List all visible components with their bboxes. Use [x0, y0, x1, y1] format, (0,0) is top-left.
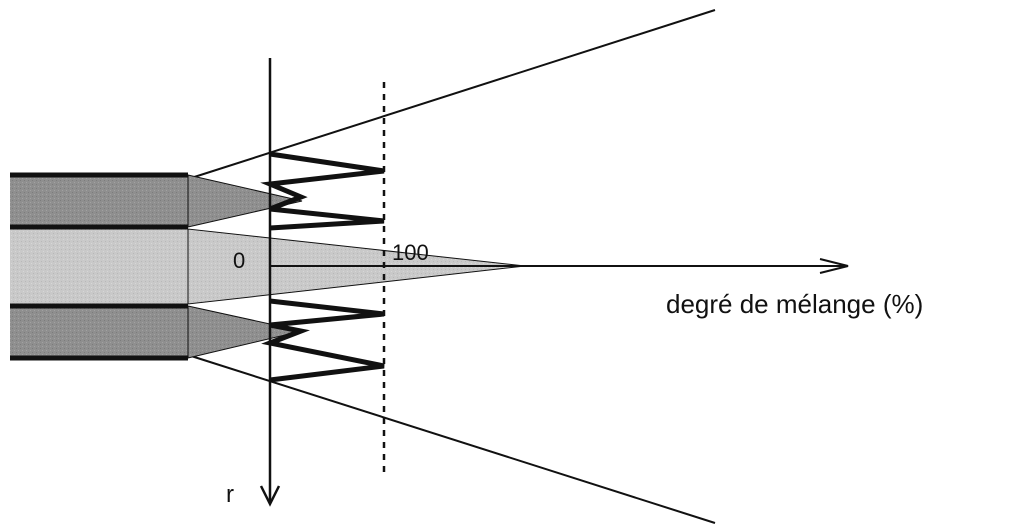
mixing-axis-arrowhead — [819, 258, 849, 274]
radial-axis-arrowhead — [259, 485, 281, 507]
lower-outer-nozzle-band — [10, 306, 188, 358]
mixing-axis-label: degré de mélange (%) — [666, 289, 923, 319]
upper-outer-jet-cone — [187, 174, 303, 228]
lower-outer-jet-cone — [187, 305, 303, 359]
lower-outer-expansion-line — [187, 354, 716, 524]
upper-outer-expansion-line — [187, 9, 716, 180]
radial-axis-label: r — [226, 481, 234, 508]
origin-label: 0 — [233, 248, 245, 273]
upper-outer-nozzle-band — [10, 175, 188, 227]
upper-mixing-profile-zigzag — [260, 151, 385, 231]
lower-mixing-profile-zigzag — [261, 298, 385, 383]
center-nozzle-band — [10, 229, 188, 304]
full-mixing-label: 100 — [392, 240, 429, 265]
